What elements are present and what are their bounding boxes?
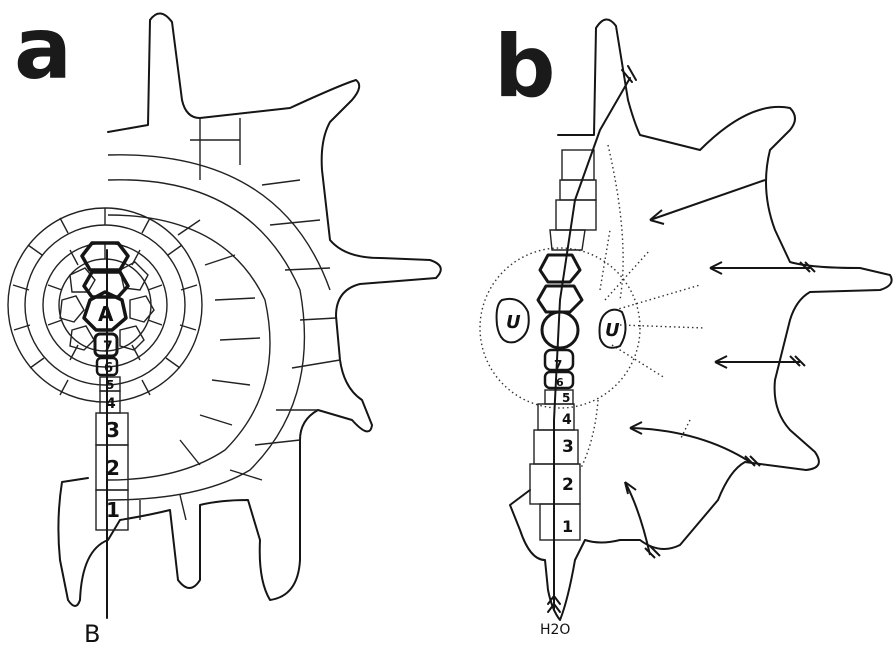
panel-b-dotted-rays (580, 145, 705, 470)
panel-b: b 7 6 5 4 3 2 1 (480, 17, 892, 638)
panel-a-cortex-rings (108, 118, 340, 520)
panel-b-cell-3: 3 (562, 437, 574, 457)
panel-b-u-label-left: U (506, 312, 521, 333)
panel-b-cell-2: 2 (562, 475, 574, 495)
panel-b-cell-4: 4 (562, 412, 572, 428)
panel-a-cell-6: 6 (104, 361, 113, 376)
panel-b-cell-1: 1 (562, 517, 573, 536)
panel-b-u-label-right: U (605, 320, 620, 341)
panel-b-cell-6: 6 (556, 376, 564, 389)
panel-b-cell-column: 7 6 5 4 3 2 1 (530, 150, 596, 540)
panel-b-cell-7: 7 (554, 358, 562, 372)
panel-a-cell-column: 7 6 5 4 3 2 1 (96, 339, 128, 530)
panel-a-cell-2: 2 (106, 456, 120, 480)
panel-b-water-label: H2O (540, 622, 570, 638)
panel-b-letter: b (494, 17, 556, 117)
panel-a-bottom-label: B (84, 620, 100, 647)
panel-a-cell-1: 1 (106, 498, 120, 522)
panel-a-letter: a (14, 0, 72, 99)
panel-b-inward-arrows (625, 180, 815, 558)
panel-a-cell-3: 3 (106, 418, 120, 442)
panel-b-cell-5: 5 (562, 391, 570, 405)
panel-a: a (8, 0, 441, 647)
